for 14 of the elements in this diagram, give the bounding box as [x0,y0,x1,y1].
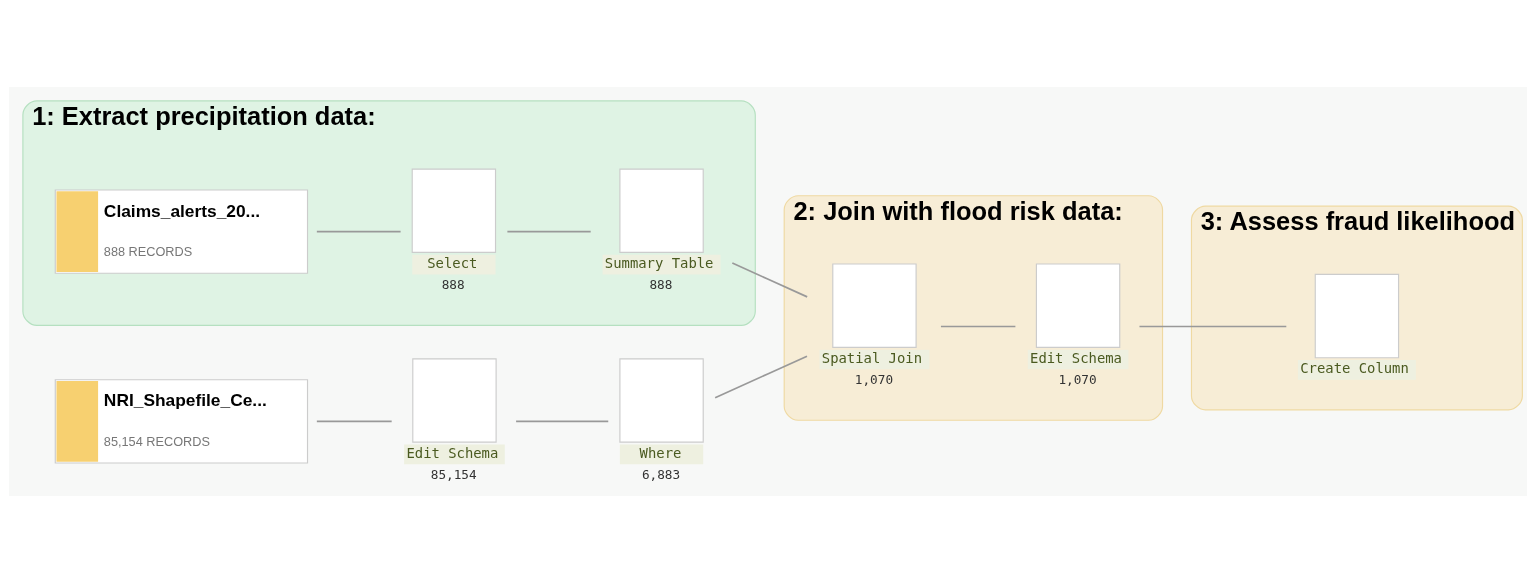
connector [1138,325,1288,327]
connector [940,325,1017,327]
connector [731,261,809,298]
node-label: 6,883 [641,466,681,482]
node-label: 85,154 [430,466,477,482]
connector [714,354,808,399]
node-label: 1,070 [854,371,894,387]
connector [506,230,592,232]
connector [316,230,402,232]
connector [316,420,393,422]
node-label: 888 [441,276,465,292]
connector [515,420,610,422]
node-label: 1,070 [1058,371,1097,387]
node-label: 888 [649,276,673,292]
